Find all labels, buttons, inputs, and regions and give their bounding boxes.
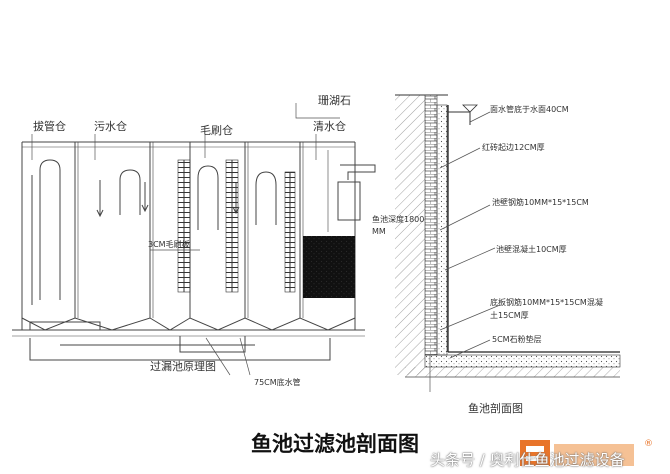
pond-section	[395, 94, 621, 378]
label-drain-pipe: 75CM底水管	[254, 377, 301, 387]
label-red-brick: 红砖起边12CM厚	[482, 142, 545, 152]
label-wall-rebar: 池壁钢筋10MM*15*15CM	[492, 197, 589, 207]
filter-leader-lines	[31, 103, 340, 376]
watermark-text: 头条号 / 奥利仕鱼池过滤设备	[430, 451, 625, 469]
registered-mark: ®	[644, 439, 653, 449]
brand-logo: ®	[520, 439, 653, 466]
label-brush-compartment: 毛刷仓	[200, 123, 233, 137]
label-filter-caption: 过漏池原理图	[150, 360, 216, 373]
section-leader-lines	[429, 111, 501, 392]
label-coral-stone: 珊湖石	[318, 94, 351, 107]
label-pond-depth: 鱼池深度1800	[372, 214, 424, 224]
label-wall-concrete: 池壁混凝土10CM厚	[496, 244, 567, 254]
label-surface-pipe: 面水管底于水面40CM	[490, 104, 569, 114]
label-pipe-compartment: 拔管仓	[33, 119, 66, 133]
label-section-caption: 鱼池剖面图	[468, 401, 523, 415]
page-title: 鱼池过滤池剖面图	[251, 432, 419, 456]
label-sewage-compartment: 污水仓	[94, 119, 127, 133]
label-brush-board: 3CM毛刷板	[148, 239, 190, 249]
label-base-concrete: 土15CM厚	[490, 310, 529, 320]
label-pond-depth-unit: MM	[372, 227, 386, 236]
label-stone-powder: 5CM石粉垫层	[492, 334, 542, 344]
label-base-rebar: 底板钢筋10MM*15*15CM混凝	[490, 297, 603, 307]
label-clean-water-compartment: 清水仓	[313, 119, 346, 133]
